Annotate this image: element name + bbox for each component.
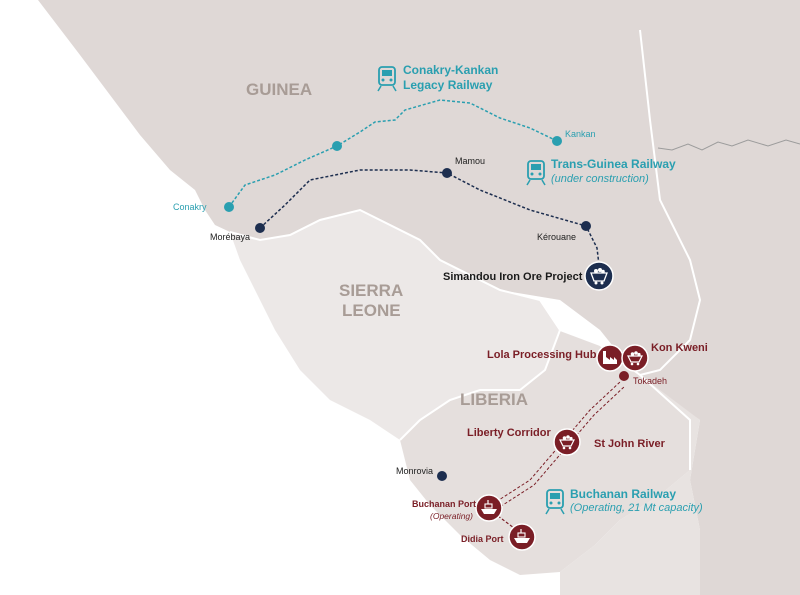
buchanan-port-label[interactable]: Buchanan Port: [412, 499, 476, 509]
trans-guinea-label-1[interactable]: Trans-Guinea Railway: [551, 157, 676, 171]
buchanan-port-status: (Operating): [430, 511, 473, 521]
train-icon: [377, 66, 397, 92]
country-label-sierra-leone-1: SIERRA: [339, 281, 403, 300]
simandou-marker[interactable]: [584, 261, 614, 291]
tokadeh-dot[interactable]: [619, 371, 629, 381]
border-east: [639, 29, 702, 376]
city-label-mamou: Mamou: [455, 156, 485, 166]
country-label-guinea: GUINEA: [246, 80, 312, 99]
kon-kweni-marker[interactable]: [621, 344, 649, 372]
ore-cart-icon: [627, 351, 643, 366]
legacy-railway-label-1[interactable]: Conakry-Kankan: [403, 63, 498, 77]
city-label-monrovia: Monrovia: [396, 466, 433, 476]
st-john-marker[interactable]: [553, 428, 581, 456]
country-label-sierra-leone-2: LEONE: [342, 301, 401, 320]
river: [657, 139, 800, 151]
ship-icon: [481, 500, 497, 514]
buchanan-railway-label-1[interactable]: Buchanan Railway: [570, 487, 676, 501]
city-label-morebaya: Morébaya: [210, 232, 250, 242]
legacy-station-dot-1[interactable]: [332, 141, 342, 151]
didia-port-label[interactable]: Didia Port: [461, 534, 504, 544]
train-icon: [526, 160, 546, 186]
kon-kweni-label[interactable]: Kon Kweni: [651, 342, 708, 354]
didia-port-marker[interactable]: [508, 523, 536, 551]
east-land: [560, 375, 700, 595]
border-guinea-sierra-leone: [229, 208, 561, 331]
factory-icon: [603, 351, 617, 364]
city-label-kankan: Kankan: [565, 129, 596, 139]
city-label-kerouane: Kérouane: [537, 232, 576, 242]
sierra-leone-land: [230, 210, 560, 440]
st-john-label[interactable]: St John River: [594, 438, 666, 450]
monrovia-dot[interactable]: [437, 471, 447, 481]
country-label-liberia: LIBERIA: [460, 390, 528, 409]
morebaya-dot[interactable]: [255, 223, 265, 233]
legacy-railway-line: [228, 99, 558, 208]
train-icon: [545, 489, 565, 515]
liberia-land: [400, 330, 690, 575]
guinea-land: [38, 0, 800, 595]
city-label-conakry: Conakry: [173, 202, 207, 212]
border-sierra-leone-liberia: [399, 329, 561, 441]
liberty-corridor-label[interactable]: Liberty Corridor: [467, 427, 551, 439]
legacy-railway-label-2[interactable]: Legacy Railway: [403, 78, 493, 92]
lola-label[interactable]: Lola Processing Hub: [487, 349, 597, 361]
kerouane-dot[interactable]: [581, 221, 591, 231]
lola-marker[interactable]: [596, 344, 624, 372]
buchanan-port-marker[interactable]: [475, 494, 503, 522]
simandou-label[interactable]: Simandou Iron Ore Project: [443, 271, 583, 283]
trans-guinea-label-2[interactable]: (under construction): [551, 173, 649, 185]
buchanan-railway-label-2[interactable]: (Operating, 21 Mt capacity): [570, 502, 703, 514]
ship-icon: [514, 529, 530, 543]
mamou-dot[interactable]: [442, 168, 452, 178]
city-label-tokadeh: Tokadeh: [633, 376, 667, 386]
conakry-dot[interactable]: [224, 202, 234, 212]
ore-cart-icon: [559, 435, 575, 450]
ore-cart-icon: [590, 268, 608, 285]
kankan-dot[interactable]: [552, 136, 562, 146]
